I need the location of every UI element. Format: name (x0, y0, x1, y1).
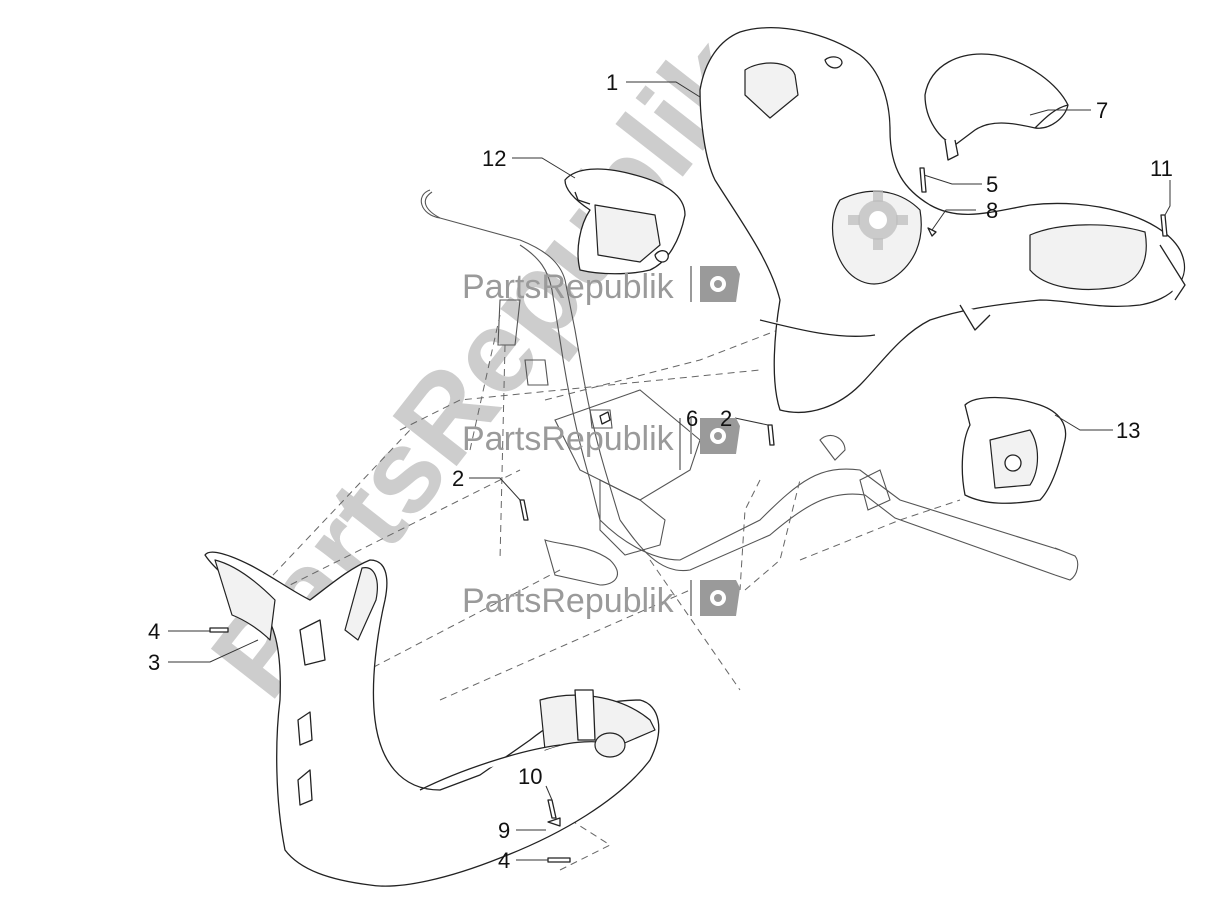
gear-icon (700, 266, 740, 302)
watermark-small-text-top: PartsRepublik (462, 268, 675, 306)
handlebar-frame (420, 189, 1079, 586)
callout-7: 7 (1096, 98, 1108, 123)
callout-12: 12 (482, 146, 506, 171)
leader-lines (168, 81, 1171, 861)
gear-watermark-center (848, 190, 908, 250)
callout-4-upper: 4 (148, 619, 160, 644)
callout-8: 8 (986, 198, 998, 223)
part-13-right-cover (961, 396, 1067, 504)
gear-icon (700, 580, 740, 616)
part-1-handlebar-cover-front (699, 27, 1186, 414)
callout-13: 13 (1116, 418, 1140, 443)
watermark-small-top: PartsRepublik (462, 266, 740, 306)
callout-10: 10 (518, 764, 542, 789)
callout-2-lower: 2 (452, 466, 464, 491)
callout-3: 3 (148, 650, 160, 675)
callout-2-upper: 2 (720, 406, 732, 431)
screws (209, 167, 1168, 863)
gear-icon (700, 418, 740, 454)
part-7-small-cover (924, 53, 1069, 161)
callout-6: 6 (686, 406, 698, 431)
callout-9: 9 (498, 818, 510, 843)
callout-4-lower: 4 (498, 848, 510, 873)
part-3-rear-cover (204, 551, 660, 887)
callout-labels: 1 7 12 5 8 11 6 2 13 2 4 3 10 9 4 (148, 70, 1173, 873)
part-12-left-cover (564, 168, 686, 275)
watermark-small-text-bottom: PartsRepublik (462, 582, 675, 620)
watermark-small-text-middle: PartsRepublik (462, 420, 675, 458)
callout-5: 5 (986, 172, 998, 197)
watermark-small-middle: PartsRepublik (462, 418, 740, 458)
callout-1: 1 (606, 70, 618, 95)
watermark-small-bottom: PartsRepublik (462, 580, 740, 620)
callout-11: 11 (1150, 156, 1173, 181)
